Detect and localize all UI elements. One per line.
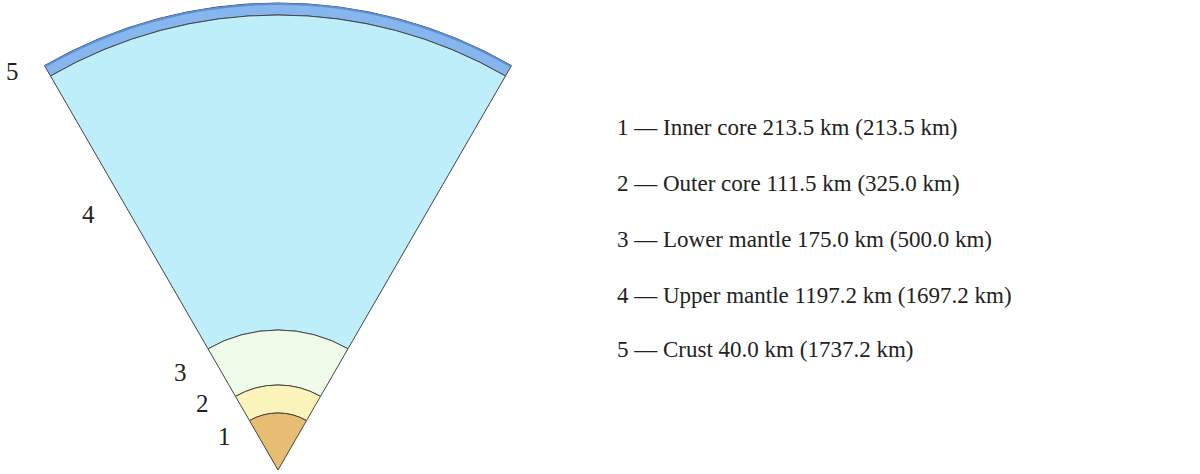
callout-number: 5 [6, 58, 19, 86]
legend-text: 4 — Upper mantle 1197.2 km (1697.2 km) [617, 283, 1012, 308]
callout-number: 1 [218, 423, 231, 451]
callout-number: 2 [196, 390, 209, 418]
crust-rim [45, 4, 511, 66]
inner-core-layer [250, 413, 307, 470]
legend-text: 2 — Outer core 111.5 km (325.0 km) [617, 171, 960, 196]
legend-text: 1 — Inner core 213.5 km (213.5 km) [617, 115, 957, 140]
callout-number: 3 [174, 359, 187, 387]
legend-text: 3 — Lower mantle 175.0 km (500.0 km) [617, 227, 992, 252]
legend-text: 5 — Crust 40.0 km (1737.2 km) [617, 337, 913, 362]
callout-number: 4 [82, 201, 95, 229]
upper-mantle-layer [51, 15, 506, 349]
